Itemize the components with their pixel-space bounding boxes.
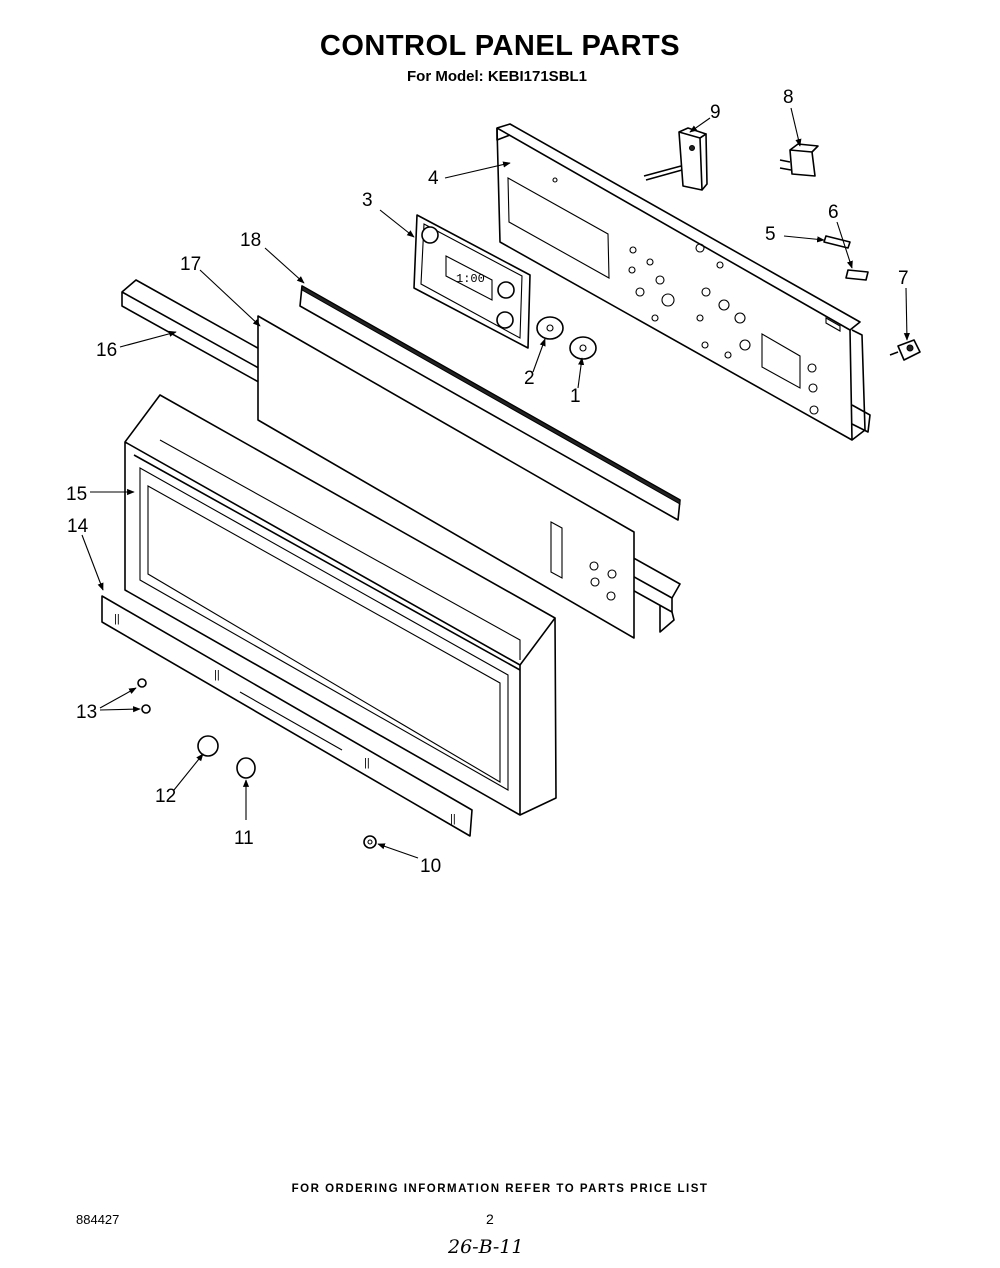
leader-lines [81, 107, 910, 859]
callout-4: 4 [428, 168, 439, 189]
part-11-lens [236, 757, 256, 779]
page-title: CONTROL PANEL PARTS [319, 30, 681, 62]
part-6-clip [845, 269, 869, 281]
svg-text:||: || [214, 669, 220, 681]
callout-7: 7 [898, 268, 909, 289]
page-number: 2 [486, 1211, 494, 1227]
part-15-control-panel-housing [124, 394, 557, 816]
part-17-panel-insert [257, 315, 635, 639]
part-4-control-panel-bracket [496, 123, 871, 441]
callout-18: 18 [240, 230, 261, 251]
callout-10: 10 [420, 856, 441, 877]
part-18-trim-strip [299, 285, 681, 521]
callout-labels: 1 2 3 4 5 6 7 8 9 10 11 12 13 14 15 16 1… [66, 87, 909, 877]
part-10-nut [363, 835, 377, 849]
svg-text:||: || [450, 813, 456, 825]
part-9-switch [643, 127, 708, 191]
part-7-socket [889, 339, 921, 361]
callout-8: 8 [783, 87, 794, 108]
part-8-relay [779, 143, 819, 177]
callout-16: 16 [96, 340, 117, 361]
svg-text:||: || [114, 613, 120, 625]
callout-5: 5 [765, 224, 776, 245]
svg-text:||: || [364, 757, 370, 769]
callout-2: 2 [524, 368, 535, 389]
callout-1: 1 [570, 386, 581, 407]
part-14-lower-trim: || || || || [101, 595, 473, 837]
part-2-knob [536, 316, 564, 340]
callout-14: 14 [67, 516, 89, 537]
part-12-lens [197, 735, 219, 757]
callout-13: 13 [76, 702, 97, 723]
document-number: 884427 [76, 1212, 120, 1227]
ordering-information-note: FOR ORDERING INFORMATION REFER TO PARTS … [291, 1183, 709, 1195]
callout-12: 12 [155, 786, 176, 807]
part-1-knob [569, 336, 597, 360]
callout-6: 6 [828, 202, 839, 223]
callout-17: 17 [180, 254, 201, 275]
callout-15: 15 [66, 484, 87, 505]
part-13-screws [137, 678, 151, 714]
callout-11: 11 [234, 828, 254, 849]
handwritten-note: 26-B-11 [448, 1236, 524, 1258]
callout-9: 9 [710, 102, 721, 123]
model-subtitle: For Model: KEBI171SBL1 [407, 68, 588, 85]
callout-3: 3 [362, 190, 373, 211]
clock-display-readout: 1:00 [456, 272, 485, 286]
part-3-clock-frame: 1:00 [413, 214, 531, 349]
part-5-clip [823, 235, 851, 249]
